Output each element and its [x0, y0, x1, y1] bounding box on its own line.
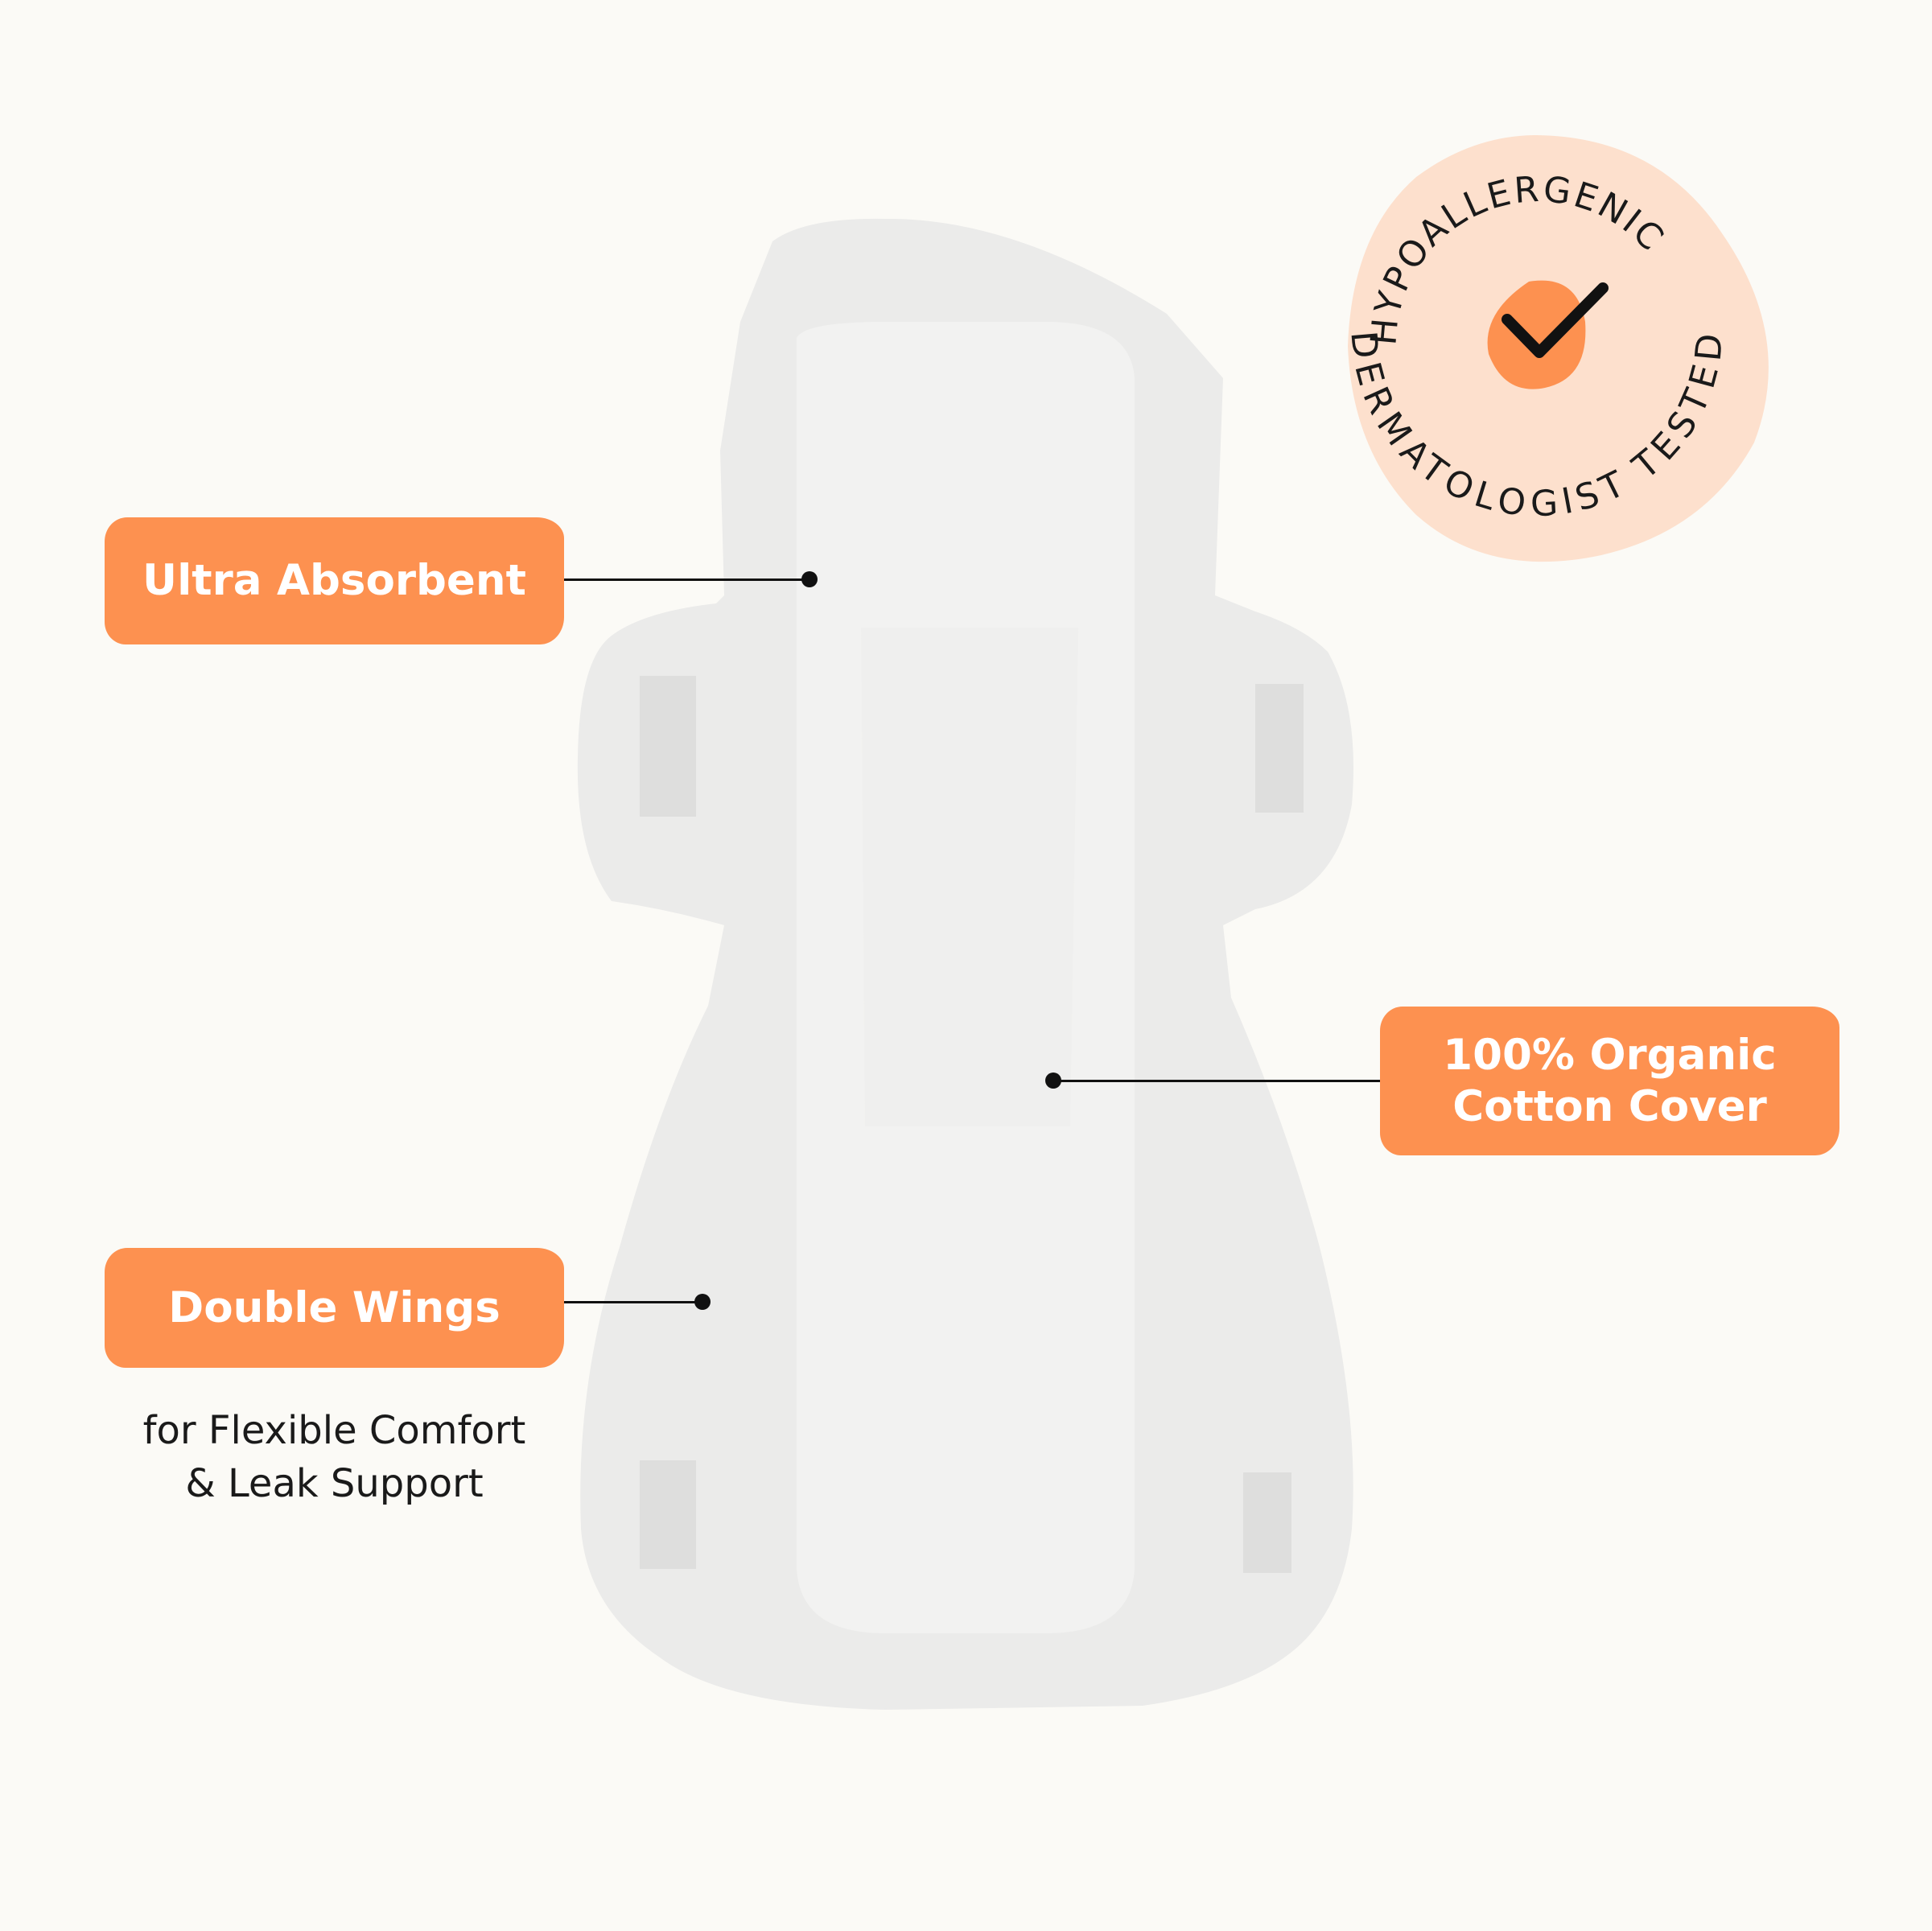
organic-line2: Cotton Cover: [1452, 1081, 1767, 1131]
ultra-absorbent-text: Ultra Absorbent: [142, 556, 526, 606]
organic-dot: [1045, 1073, 1061, 1089]
double-wings-dot: [694, 1294, 711, 1310]
badge-blob: [1487, 280, 1586, 389]
ultra-absorbent-label: Ultra Absorbent: [105, 517, 564, 644]
ultra-absorbent-connector: [564, 578, 809, 581]
subtext-line2: & Leak Support: [185, 1461, 484, 1506]
double-wings-connector: [564, 1301, 702, 1303]
sanitary-pad-image: [577, 218, 1353, 1710]
double-wings-subtext: for Flexible Comfort & Leak Support: [105, 1404, 564, 1510]
double-wings-label: Double Wings: [105, 1248, 564, 1368]
organic-line1: 100% Organic: [1443, 1030, 1777, 1080]
subtext-line1: for Flexible Comfort: [142, 1408, 526, 1453]
checkmark-icon: [1502, 282, 1609, 358]
ultra-absorbent-dot: [801, 571, 818, 587]
double-wings-text: Double Wings: [168, 1283, 501, 1332]
organic-cotton-label: 100% Organic Cotton Cover: [1380, 1007, 1839, 1155]
hypoallergenic-badge: HYPOALLERGENIC DERMATOLOGIST TESTED: [1342, 135, 1769, 562]
organic-connector: [1053, 1080, 1380, 1082]
